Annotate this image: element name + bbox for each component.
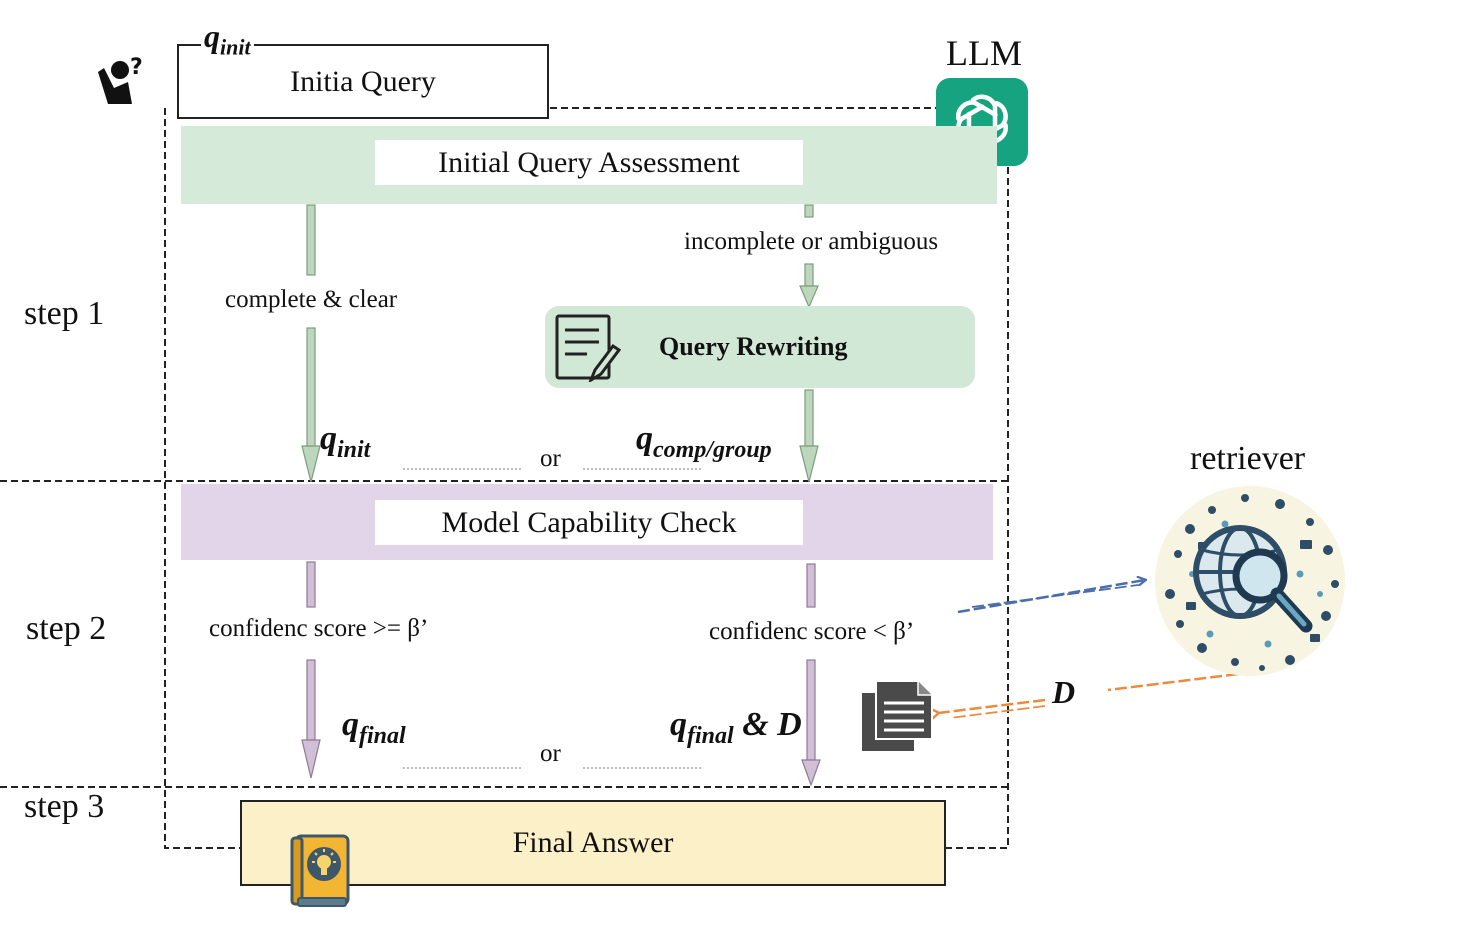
query-rewriting-box: Query Rewriting — [545, 306, 975, 388]
assessment-title-box: Initial Query Assessment — [375, 140, 803, 185]
globe-magnifier-icon — [1150, 484, 1350, 679]
q-init-output: qinit — [320, 420, 371, 463]
arrow-right-incomplete — [799, 204, 819, 309]
arrow-right-rewritten — [799, 389, 819, 483]
outer-dashed-frame — [164, 107, 1009, 849]
q-comp-group-output: qcomp/group — [636, 420, 772, 463]
documents-d-label: D — [1052, 674, 1076, 710]
llm-label: LLM — [946, 33, 1022, 73]
retrieval-request-arrow — [957, 580, 1145, 614]
arrow-left-complete — [301, 204, 321, 483]
step-2-label: step 2 — [26, 610, 107, 647]
lightbulb-book-icon — [288, 832, 352, 908]
initial-query-label: Initia Query — [290, 64, 436, 98]
step-1-label: step 1 — [24, 295, 105, 332]
branch-low-confidence-label: confidenc score < β’ — [709, 618, 915, 646]
documents-return-arrow — [938, 672, 1239, 718]
final-answer-label: Final Answer — [512, 826, 674, 859]
query-rewriting-label: Query Rewriting — [659, 332, 848, 361]
documents-icon — [860, 679, 934, 751]
user-question-icon: ? — [92, 54, 144, 106]
branch-incomplete-label: incomplete or ambiguous — [684, 228, 939, 256]
q-final-and-d-output: qfinal & D — [670, 706, 802, 749]
capability-title: Model Capability Check — [441, 505, 737, 539]
branch-confident-label: confidenc score >= β’ — [209, 615, 429, 643]
retriever-label: retriever — [1190, 440, 1306, 477]
final-answer-box: Final Answer — [240, 800, 946, 886]
branch-complete-label: complete & clear — [225, 286, 398, 314]
svg-text:?: ? — [130, 55, 143, 80]
arrow-left-confident — [301, 561, 321, 779]
or-label-step1: or — [540, 445, 561, 472]
arrow-right-retrieval — [801, 563, 821, 787]
capability-title-box: Model Capability Check — [375, 500, 803, 545]
or-label-step2: or — [540, 740, 561, 767]
q-final-output: qfinal — [342, 706, 406, 749]
step-3-label: step 3 — [24, 788, 105, 825]
document-edit-icon — [551, 312, 622, 384]
assessment-title: Initial Query Assessment — [438, 145, 740, 179]
q-init-top: qinit — [201, 18, 254, 61]
